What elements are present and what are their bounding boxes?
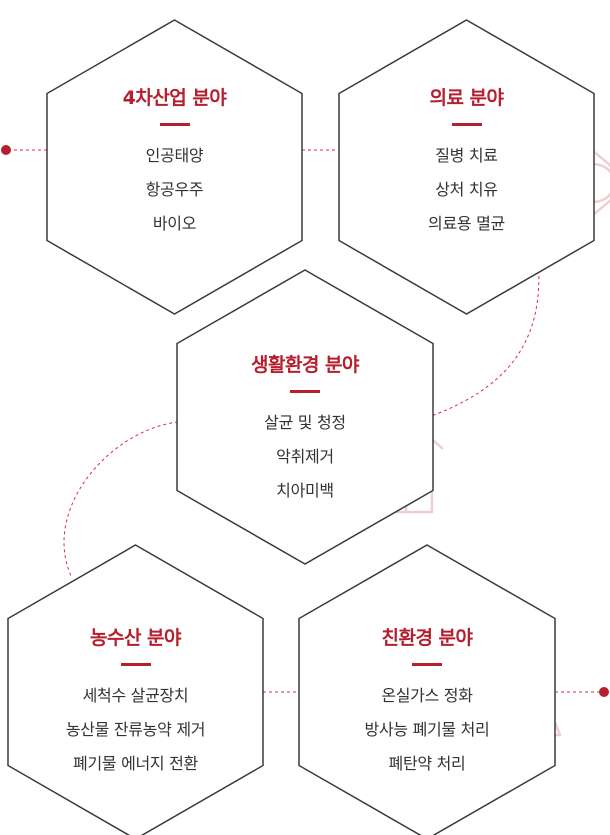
hex-title-agrifish: 농수산 분야 — [89, 627, 182, 649]
hex-title-eco: 친환경 분야 — [381, 627, 473, 649]
hex-title-medical: 의료 분야 — [429, 87, 504, 109]
hexagon-industry4 — [46, 19, 303, 315]
title-underline — [412, 663, 442, 666]
hex-item: 폐탄약 처리 — [388, 754, 466, 773]
title-underline — [451, 123, 482, 126]
hex-item: 폐기물 에너지 전환 — [73, 754, 198, 773]
hex-item: 항공우주 — [145, 180, 204, 199]
hex-title-living: 생활환경 분야 — [251, 354, 360, 376]
hex-item: 바이오 — [152, 214, 197, 233]
hexagon-living — [176, 269, 434, 565]
hex-item: 질병 치료 — [435, 146, 498, 165]
connector-living-agrifish — [63, 421, 179, 579]
title-underline — [290, 390, 320, 393]
hex-item: 살균 및 청정 — [264, 413, 346, 432]
hex-item: 의료용 멸균 — [428, 214, 505, 233]
hex-item: 상처 치유 — [435, 180, 498, 199]
hex-item: 악취제거 — [276, 447, 334, 466]
hex-title-industry4: 4차산업 분야 — [122, 87, 227, 109]
title-underline — [120, 663, 151, 666]
hex-item: 인공태양 — [145, 146, 204, 165]
end-dot — [599, 687, 609, 697]
hex-item: 치아미백 — [276, 481, 334, 500]
hexagon-agrifish — [7, 544, 264, 835]
hex-item: 방사능 폐기물 처리 — [364, 720, 490, 739]
hexagon-eco — [298, 544, 556, 835]
title-underline — [159, 123, 190, 126]
connector-medical-living — [419, 257, 540, 421]
hex-item: 온실가스 정화 — [381, 686, 473, 705]
hexagon-medical — [338, 19, 595, 315]
hex-item: 농산물 잔류농약 제거 — [65, 720, 206, 739]
hex-item: 세척수 살균장치 — [82, 686, 189, 705]
start-dot — [1, 145, 11, 155]
